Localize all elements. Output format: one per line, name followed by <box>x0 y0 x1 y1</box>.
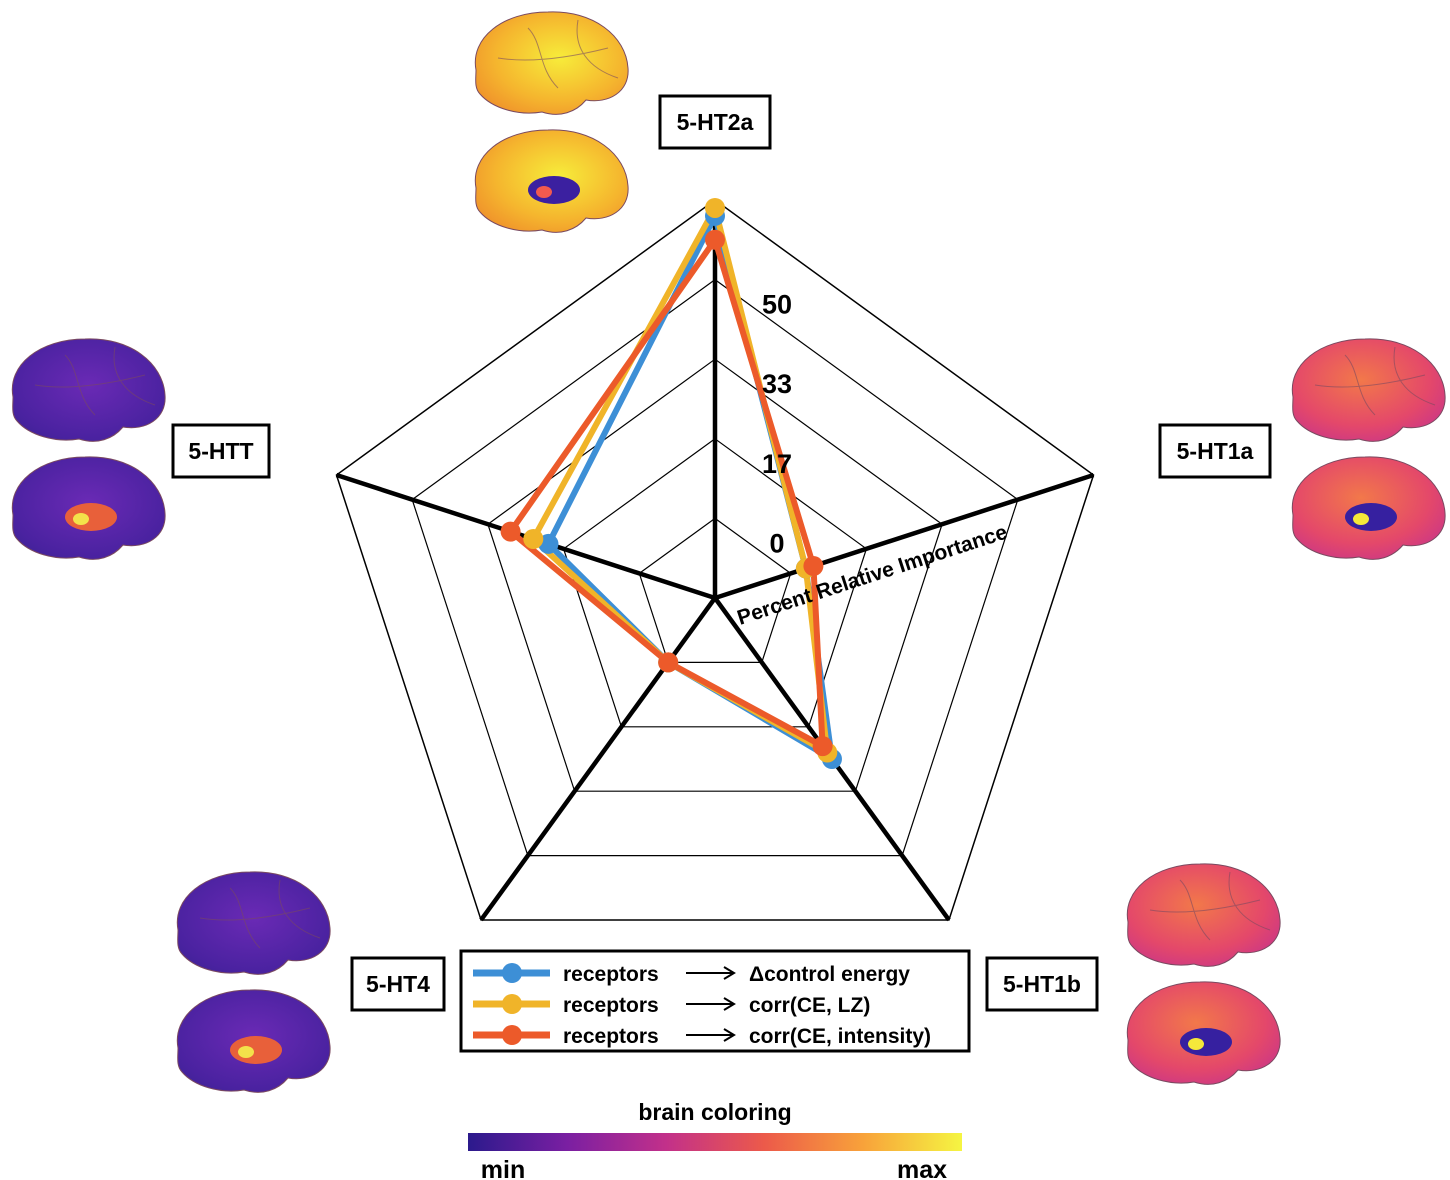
grid-ring <box>487 358 943 792</box>
axis-label-5-ht2a: 5-HT2a <box>658 94 772 150</box>
axis-label-box <box>350 956 446 1012</box>
brain-subcortex <box>528 176 580 204</box>
brain-accent-region <box>1188 1038 1204 1050</box>
series-2-point-5-ht2a <box>705 197 725 218</box>
brain-lateral-view <box>176 871 331 975</box>
brain-sulci <box>34 346 156 416</box>
axis-label-5-ht4: 5-HT4 <box>350 956 446 1012</box>
brain-images <box>11 11 1446 1093</box>
tick-label: 17 <box>762 449 792 479</box>
legend-item-3: receptors corr(CE, intensity) <box>473 1025 931 1048</box>
grid-ring <box>335 199 1095 921</box>
legend-label-left: receptors <box>563 994 659 1017</box>
brain-subcortex <box>1345 503 1397 531</box>
legend-arrowhead <box>723 966 736 980</box>
brain-sulci <box>1314 346 1436 416</box>
tick-label: 0 <box>769 528 784 558</box>
series-3-point-5-ht1a <box>803 556 824 577</box>
series-2-point-5-htt <box>523 528 544 549</box>
radar-series <box>500 197 842 769</box>
brain-image-5-ht1a <box>1291 338 1446 560</box>
legend-arrowhead <box>723 997 736 1011</box>
axis-spoke-5-ht4 <box>479 596 717 922</box>
brain-lateral-view <box>11 338 166 442</box>
brain-medial-view <box>1126 981 1281 1085</box>
legend-label-left: receptors <box>563 1025 659 1048</box>
axis-label-text: 5-HT1a <box>1177 438 1254 464</box>
colorbar-gradient <box>468 1133 962 1151</box>
series-3-point-5-ht4 <box>658 652 679 673</box>
brain-image-5-ht2a <box>474 11 629 233</box>
series-line-3 <box>507 236 826 750</box>
brain-medial-view <box>11 456 166 560</box>
series-3-point-5-ht1b <box>812 736 833 757</box>
colorbar-title: brain coloring <box>638 1099 791 1125</box>
legend-swatch-marker <box>502 994 522 1014</box>
axis-label-box <box>985 956 1099 1012</box>
brain-image-5-htt <box>11 338 166 560</box>
brain-lateral-view <box>474 11 629 115</box>
axis-label-5-ht1b: 5-HT1b <box>985 956 1099 1012</box>
legend-label-right: Δcontrol energy <box>749 963 910 986</box>
axis-label-text: 5-HT2a <box>677 109 754 135</box>
legend-item-2: receptors corr(CE, LZ) <box>473 994 870 1017</box>
axis-label-5-htt: 5-HTT <box>171 423 271 479</box>
axis-spoke-5-ht1a <box>714 472 1095 601</box>
brain-accent-region <box>73 513 89 525</box>
brain-medial-view <box>176 989 331 1093</box>
colorbar: brain coloring min max <box>468 1099 962 1180</box>
legend-swatch-marker <box>502 1025 522 1045</box>
axis-label-text: 5-HT4 <box>366 971 430 997</box>
legend-label-left: receptors <box>563 963 659 986</box>
series-1-point-5-htt <box>538 533 559 554</box>
tick-label: 33 <box>762 369 792 399</box>
brain-sulci <box>497 19 619 89</box>
brain-medial-view <box>474 129 629 233</box>
series-3-point-5-ht2a <box>705 229 725 250</box>
axis-label-text: 5-HTT <box>188 438 253 464</box>
brain-subcortex <box>230 1036 282 1064</box>
radar-axes <box>335 200 1095 922</box>
brain-image-5-ht1b <box>1126 863 1281 1085</box>
radial-tick-labels: 0 17 33 50 <box>762 290 792 559</box>
colorbar-min-label: min <box>481 1156 525 1180</box>
legend-item-1: receptors Δcontrol energy <box>473 963 910 986</box>
legend-arrowhead <box>723 1028 736 1042</box>
axis-label-box <box>1158 423 1272 479</box>
legend-swatch-marker <box>502 963 522 983</box>
brain-lateral-view <box>1126 863 1281 967</box>
colorbar-max-label: max <box>897 1156 947 1180</box>
grid-ring <box>562 438 868 728</box>
radar-grid <box>335 199 1095 921</box>
axis-label-box <box>171 423 271 479</box>
brain-lateral-view <box>1291 338 1446 442</box>
legend-label-right: corr(CE, LZ) <box>749 994 870 1017</box>
axis-label-text: 5-HT1b <box>1003 971 1081 997</box>
brain-sulci <box>199 879 321 949</box>
axis-label-box <box>658 94 772 150</box>
brain-subcortex <box>1180 1028 1232 1056</box>
brain-accent-region <box>238 1046 254 1058</box>
axis-label-5-ht1a: 5-HT1a <box>1158 423 1272 479</box>
grid-ring <box>411 278 1019 857</box>
brain-accent-region <box>1353 513 1369 525</box>
legend-label-right: corr(CE, intensity) <box>749 1025 931 1048</box>
brain-image-5-ht4 <box>176 871 331 1093</box>
grid-ring <box>638 517 792 663</box>
series-3-point-5-htt <box>500 521 521 542</box>
brain-accent-region <box>536 186 552 198</box>
axis-labels: 5-HT2a 5-HT1a 5-HT1b 5-HT4 5-HTT <box>171 94 1272 1012</box>
legend: receptors Δcontrol energy receptors corr(CE… <box>459 949 971 1053</box>
brain-subcortex <box>65 503 117 531</box>
tick-label: 50 <box>762 290 792 320</box>
brain-sulci <box>1149 871 1271 941</box>
brain-medial-view <box>1291 456 1446 560</box>
